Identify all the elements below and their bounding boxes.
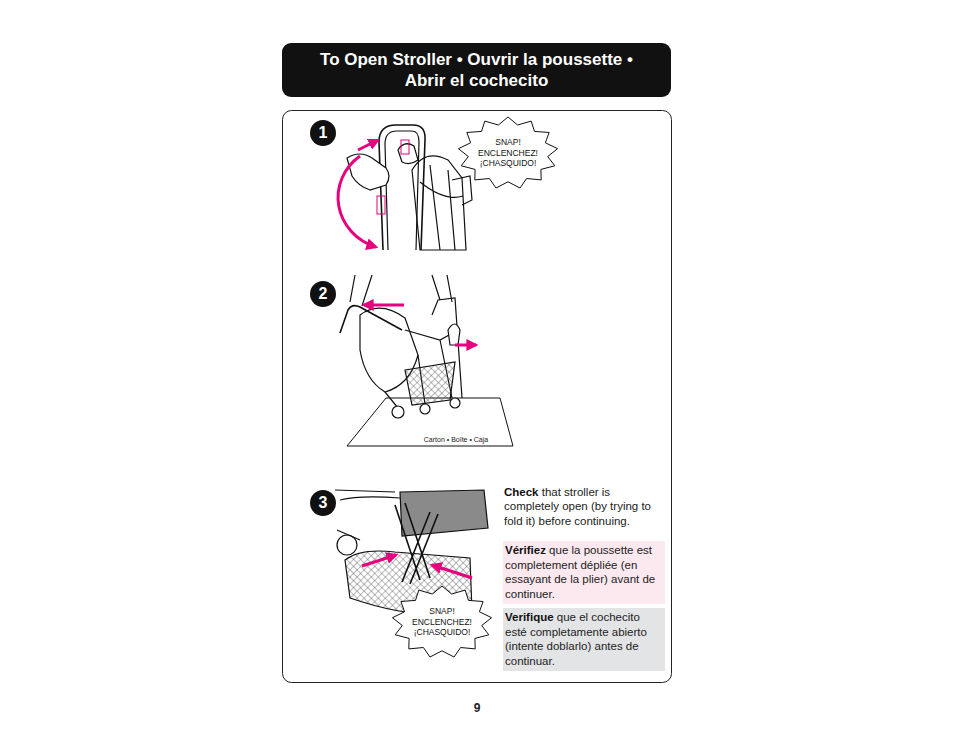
path-art [338,156,376,247]
lead-word: Vérifiez [505,544,546,556]
g-art [347,125,472,250]
step-number: 2 [310,281,336,307]
circle-art [392,406,404,418]
lead-word: Verifique [505,611,554,623]
path-art [335,490,400,500]
path-art [364,304,404,307]
path-art [379,125,425,250]
step-number: 1 [310,120,336,146]
step-number: 3 [310,490,336,516]
text-panel: Verifique que el cochecito esté completa… [503,608,665,671]
lead-word: Check [504,486,539,498]
snap-starburst: SNAP! ENCLENCHEZ! ¡CHASQUIDO! [391,585,493,659]
callout-number: 2 [310,281,336,307]
instruction-text: Vérifiez que la poussette est completeme… [505,543,661,601]
path-art [350,275,452,306]
starburst-shape [458,117,557,188]
path-art [358,140,378,150]
rect-art [283,111,672,683]
circle-art [420,404,430,414]
callout-number: 1 [310,120,336,146]
path-art [362,555,396,566]
path-art [448,324,460,345]
circle-art [450,398,460,408]
path-art [452,176,472,205]
rect-art [377,196,385,214]
instruction-text: Verifique que el cochecito esté completa… [505,610,661,668]
page-number: 9 [474,701,481,716]
path-art [340,306,402,333]
path-art [412,156,466,250]
path-art [432,565,472,578]
polygon-art [347,398,513,446]
starburst-shape [392,586,491,657]
path-art [385,131,419,250]
title-band: To Open Stroller • Ouvrir la poussette •… [282,43,671,97]
sound-text: SNAP! ENCLENCHEZ! ¡CHASQUIDO! [412,606,472,638]
floor-label: Carton • Boîte • Caja [424,436,488,445]
path-art [455,344,476,347]
path-art [385,330,458,408]
callout-number: 3 [310,490,336,516]
path-art [337,530,360,540]
path-art [405,362,455,405]
snap-starburst: SNAP! ENCLENCHEZ! ¡CHASQUIDO! [457,116,559,190]
rect-art [401,140,409,154]
instruction-text: Check that stroller is completely open (… [504,485,666,528]
sound-text: SNAP! ENCLENCHEZ! ¡CHASQUIDO! [478,137,538,169]
path-art [420,165,463,250]
text-panel: Vérifiez que la poussette est completeme… [503,541,665,604]
g-art [340,275,462,418]
title-text: To Open Stroller • Ouvrir la poussette •… [316,49,637,91]
path-art [347,154,389,190]
path-art [395,503,438,584]
